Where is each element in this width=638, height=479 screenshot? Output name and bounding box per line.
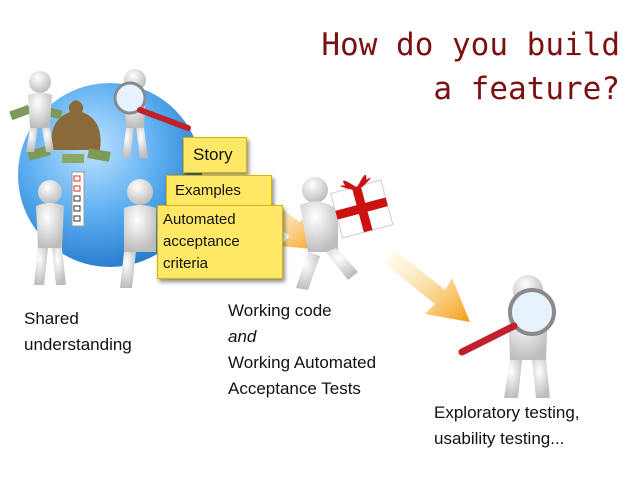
shared-line-2: understanding (24, 335, 132, 354)
criteria-line-2: acceptance (163, 233, 240, 250)
figure-notes-icon (120, 179, 156, 288)
story-note-label: Story (193, 145, 233, 164)
figure-magnifier-right-icon (458, 275, 556, 398)
working-line-4: Acceptance Tests (228, 379, 361, 398)
exploratory-line-1: Exploratory testing, (434, 403, 580, 422)
figure-money-icon (26, 71, 54, 152)
criteria-line-3: criteria (163, 255, 209, 272)
story-note: Story (183, 137, 247, 173)
shared-line-1: Shared (24, 309, 79, 328)
working-code-caption: Working code and Working Automated Accep… (228, 298, 376, 402)
figure-gift-icon (296, 174, 394, 290)
page-title: How do you build a feature? (321, 26, 620, 108)
arrow-2-icon (385, 250, 470, 322)
title-line-1: How do you build (321, 27, 620, 63)
title-line-2: a feature? (433, 71, 620, 107)
figure-checklist-icon (34, 171, 85, 285)
money-bag-icon (9, 100, 111, 163)
working-line-2: and (228, 327, 257, 346)
working-line-1: Working code (228, 301, 332, 320)
examples-note-label: Examples (175, 182, 241, 199)
criteria-line-1: Automated (163, 211, 236, 228)
shared-understanding-caption: Shared understanding (24, 306, 132, 358)
examples-note: Examples (166, 175, 272, 207)
exploratory-line-2: usability testing... (434, 429, 565, 448)
working-line-3: Working Automated (228, 353, 377, 372)
exploratory-caption: Exploratory testing, usability testing..… (434, 400, 580, 452)
criteria-note: Automated acceptance criteria (157, 205, 283, 279)
figure-magnifier-top-icon (113, 69, 191, 158)
